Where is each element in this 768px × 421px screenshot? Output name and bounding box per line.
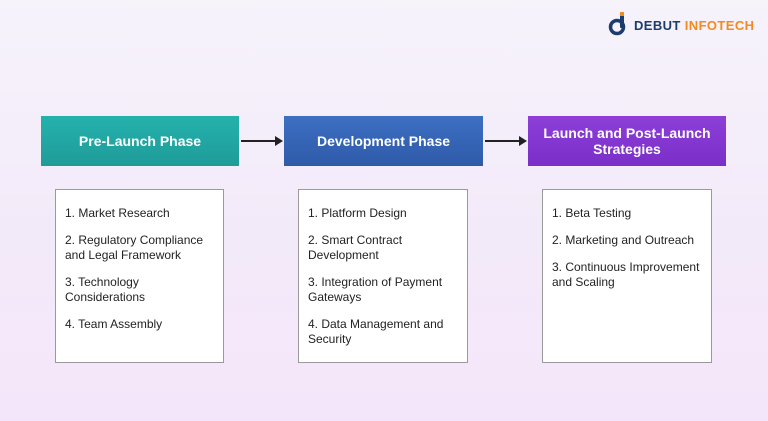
step-list: 1. Platform Design 2. Smart Contract Dev… bbox=[308, 206, 458, 347]
step-item: 1. Platform Design bbox=[308, 206, 407, 220]
phase-card-launch: 1. Beta Testing 2. Marketing and Outreac… bbox=[542, 189, 712, 363]
step-list: 1. Market Research 2. Regulatory Complia… bbox=[65, 206, 214, 332]
step-item: 3. Integration of Payment Gateways bbox=[308, 275, 443, 304]
phase-header-development: Development Phase bbox=[284, 116, 483, 166]
step-item: 2. Marketing and Outreach bbox=[552, 233, 695, 247]
step-item: 2. Smart Contract Development bbox=[308, 233, 403, 262]
phase-card-development: 1. Platform Design 2. Smart Contract Dev… bbox=[298, 189, 468, 363]
phase-header-launch: Launch and Post-Launch Strategies bbox=[528, 116, 726, 166]
brand-word-2: INFOTECH bbox=[684, 17, 755, 33]
phase-title: Pre-Launch Phase bbox=[78, 133, 202, 149]
phase-card-pre-launch: 1. Market Research 2. Regulatory Complia… bbox=[55, 189, 224, 363]
step-item: 4. Team Assembly bbox=[65, 317, 163, 331]
flow-arrow-1 bbox=[241, 136, 283, 146]
step-item: 4. Data Management and Security bbox=[308, 317, 444, 346]
phase-header-pre-launch: Pre-Launch Phase bbox=[41, 116, 239, 166]
brand-word-1: DEBUT bbox=[634, 17, 681, 33]
step-item: 1. Market Research bbox=[65, 206, 170, 220]
step-item: 1. Beta Testing bbox=[552, 206, 632, 220]
debut-logo-icon bbox=[608, 12, 628, 38]
phase-title: Development Phase bbox=[316, 133, 451, 149]
flow-arrow-2 bbox=[485, 136, 527, 146]
step-item: 3. Continuous Improvement and Scaling bbox=[552, 260, 700, 289]
step-item: 3. Technology Considerations bbox=[65, 275, 146, 304]
phase-title: Launch and Post-Launch Strategies bbox=[543, 125, 711, 157]
step-item: 2. Regulatory Compliance and Legal Frame… bbox=[65, 233, 204, 262]
step-list: 1. Beta Testing 2. Marketing and Outreac… bbox=[552, 206, 702, 290]
